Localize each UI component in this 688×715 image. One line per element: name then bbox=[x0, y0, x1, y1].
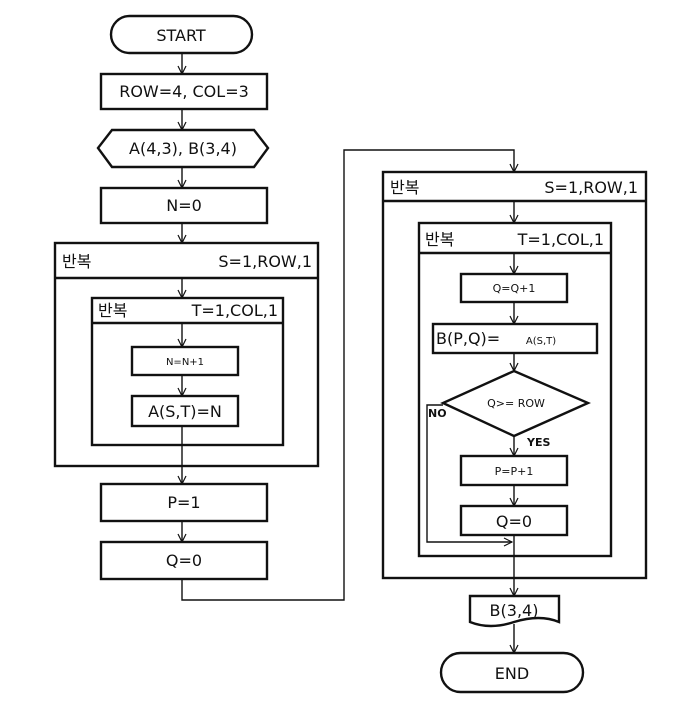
svg-text:START: START bbox=[156, 26, 206, 45]
svg-text:Q=0: Q=0 bbox=[166, 551, 202, 570]
svg-text:B(P,Q)=: B(P,Q)= bbox=[436, 329, 500, 348]
svg-text:A(S,T)=N: A(S,T)=N bbox=[148, 402, 222, 421]
svg-text:Q>= ROW: Q>= ROW bbox=[487, 397, 545, 410]
end-terminal: END bbox=[439, 651, 585, 694]
svg-text:N=N+1: N=N+1 bbox=[166, 357, 204, 368]
svg-text:S=1,ROW,1: S=1,ROW,1 bbox=[544, 178, 638, 197]
connectors-left bbox=[182, 53, 514, 601]
svg-text:T=1,COL,1: T=1,COL,1 bbox=[517, 230, 604, 249]
init-n-process: N=0 bbox=[99, 186, 269, 225]
svg-text:A(4,3), B(3,4): A(4,3), B(3,4) bbox=[129, 139, 237, 158]
loop2-outer-frame: 반복 S=1,ROW,1 bbox=[381, 170, 648, 580]
start-terminal: START bbox=[109, 14, 254, 55]
assign-b-process: B(P,Q)= A(S,T) bbox=[431, 322, 599, 355]
svg-text:Q=Q+1: Q=Q+1 bbox=[493, 282, 536, 295]
svg-text:반복: 반복 bbox=[98, 301, 127, 320]
init-vars-process: ROW=4, COL=3 bbox=[99, 72, 269, 111]
loop1-outer-frame: 반복 S=1,ROW,1 bbox=[53, 241, 320, 468]
declare-arrays-preparation: A(4,3), B(3,4) bbox=[96, 128, 270, 169]
svg-text:P=1: P=1 bbox=[167, 493, 200, 512]
reset-q-process: Q=0 bbox=[459, 504, 569, 537]
svg-text:Q=0: Q=0 bbox=[496, 512, 532, 531]
init-p-process: P=1 bbox=[99, 482, 269, 523]
svg-text:P=P+1: P=P+1 bbox=[495, 465, 534, 478]
assign-a-process: A(S,T)=N bbox=[130, 394, 240, 428]
svg-text:N=0: N=0 bbox=[166, 196, 202, 215]
svg-text:A(S,T): A(S,T) bbox=[526, 336, 556, 347]
svg-text:END: END bbox=[495, 664, 529, 683]
svg-text:ROW=4, COL=3: ROW=4, COL=3 bbox=[119, 82, 249, 101]
yes-label: YES bbox=[526, 436, 550, 449]
inc-n-process: N=N+1 bbox=[130, 345, 240, 377]
connectors-right bbox=[426, 201, 514, 653]
no-label: NO bbox=[428, 407, 447, 420]
init-q-process: Q=0 bbox=[99, 540, 269, 581]
svg-text:T=1,COL,1: T=1,COL,1 bbox=[191, 301, 278, 320]
output-document: B(3,4) bbox=[468, 594, 561, 628]
svg-text:S=1,ROW,1: S=1,ROW,1 bbox=[218, 252, 312, 271]
svg-text:B(3,4): B(3,4) bbox=[490, 601, 539, 620]
svg-text:반복: 반복 bbox=[425, 230, 454, 249]
loop1-inner-frame: 반복 T=1,COL,1 bbox=[90, 296, 285, 447]
loop2-inner-frame: 반복 T=1,COL,1 bbox=[417, 221, 613, 558]
decision-diamond: Q>= ROW bbox=[440, 369, 591, 438]
svg-text:반복: 반복 bbox=[390, 178, 419, 197]
inc-p-process: P=P+1 bbox=[459, 454, 569, 487]
svg-text:반복: 반복 bbox=[62, 252, 91, 271]
inc-q-process: Q=Q+1 bbox=[459, 272, 569, 304]
